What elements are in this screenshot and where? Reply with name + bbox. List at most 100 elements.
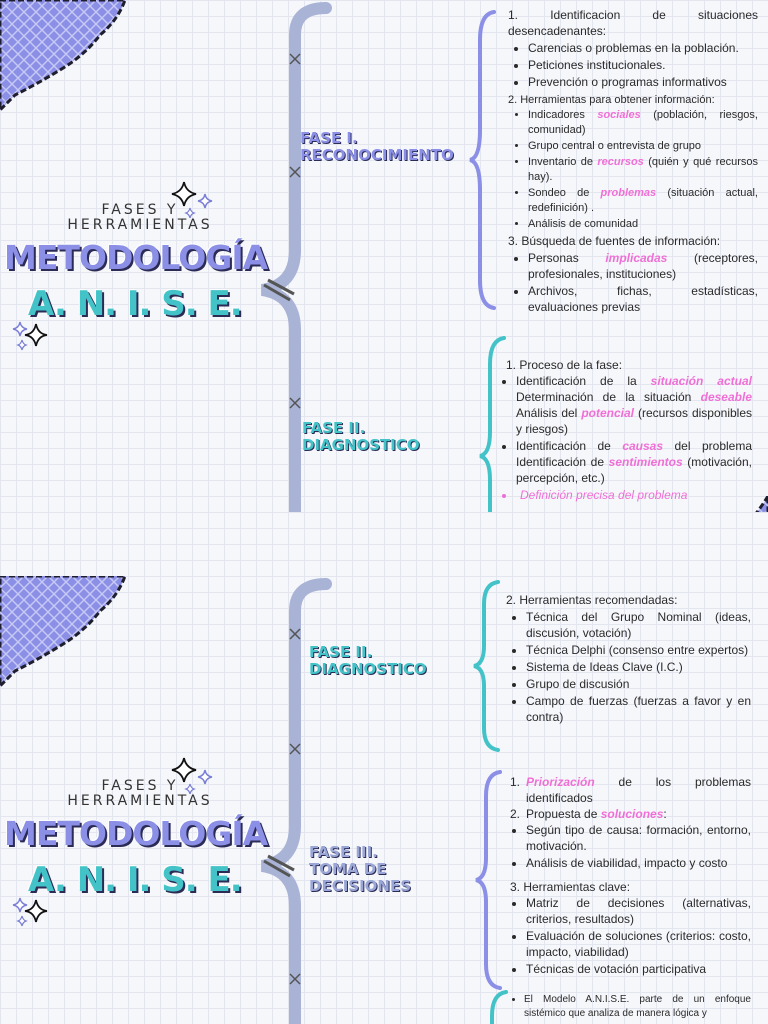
corner-pattern-br — [755, 496, 768, 512]
top-panel: FASES Y HERRAMIENTAS METODOLOGÍA A. N. I… — [0, 0, 768, 512]
corner-pattern — [0, 0, 127, 112]
sparkle-icon — [12, 321, 48, 351]
list-item: Archivos, fichas, estadísticas, evaluaci… — [528, 283, 758, 315]
phase-2-label: FASE II. DIAGNOSTICO — [302, 420, 420, 454]
spine-brace — [260, 2, 332, 512]
phase-label-line: FASE II. — [302, 419, 366, 437]
corner-pattern — [0, 576, 127, 688]
phase-1-label: FASE I. RECONOCIMIENTO — [300, 130, 454, 164]
subtitle-line: FASES Y — [101, 778, 179, 794]
item-text: Determinación de la situación — [516, 390, 701, 404]
section-title: 1. Identificacion de situaciones desenca… — [508, 8, 758, 38]
list-item: Análisis de viabilidad, impacto y costo — [526, 855, 751, 871]
numbered-item: 2. Propuesta de soluciones: — [510, 806, 751, 822]
item-text: Propuesta de soluciones: — [526, 806, 667, 822]
phase-label-line: FASE II. — [309, 643, 373, 661]
phase-label-line: FASE I. — [300, 129, 358, 147]
item-text: de los problemas identificados — [526, 775, 751, 805]
list-item: Inventario de recursos (quién y qué recu… — [528, 155, 758, 185]
section-title: 1. Proceso de la fase: — [506, 358, 623, 372]
phase-2-label: FASE II. DIAGNOSTICO — [309, 644, 427, 678]
highlight: implicadas — [605, 251, 668, 265]
title-anise: A. N. I. S. E. — [28, 860, 243, 900]
phase-3-brace — [475, 770, 502, 990]
phase-label-line: DECISIONES — [309, 877, 412, 895]
section-title: 2. Herramientas recomendadas: — [506, 593, 678, 607]
subtitle-line: FASES Y — [101, 202, 179, 218]
spine-brace — [260, 578, 332, 1024]
phase-2-brace — [479, 336, 506, 512]
phase-label-line: TOMA DE — [309, 860, 387, 878]
list-item: Peticiones institucionales. — [528, 57, 758, 73]
item-text: (recursos disponibles y riesgos) — [516, 406, 752, 436]
list-item: El Modelo A.N.I.S.E. parte de un enfoque… — [524, 993, 751, 1021]
bottom-panel: FASES Y HERRAMIENTAS METODOLOGÍA A. N. I… — [0, 512, 768, 1024]
list-item: Según tipo de causa: formación, entorno,… — [526, 822, 751, 854]
phase-1-tools: 2. Herramientas para obtener información… — [508, 93, 758, 233]
list-item: Carencias o problemas en la población. — [528, 40, 758, 56]
item-text: (situación actual, redefinición) . — [528, 187, 758, 214]
numbered-item: 1. Priorización de los problemas identif… — [510, 774, 751, 806]
item-number: 2. — [510, 807, 521, 821]
subtitle-line: HERRAMIENTAS — [67, 793, 213, 809]
subtitle: FASES Y HERRAMIENTAS — [40, 203, 240, 233]
phase-2-tools: 2. Herramientas recomendadas: Técnica de… — [506, 592, 751, 726]
item-text: Priorización de los problemas identifica… — [526, 774, 751, 806]
list-item: Grupo central o entrevista de grupo — [528, 139, 758, 154]
item-text: Análisis del — [516, 406, 582, 420]
highlight: deseable — [700, 390, 752, 404]
item-text: (quién y qué recursos hay). — [528, 156, 758, 183]
phase-1-sources: 3. Búsqueda de fuentes de información: P… — [508, 233, 758, 316]
phase-label-line: DIAGNOSTICO — [309, 660, 427, 678]
highlight: causas — [622, 439, 664, 453]
phase-1-brace — [469, 10, 496, 310]
highlight: Definición precisa del problema — [520, 488, 688, 502]
highlight: situación actual — [650, 374, 752, 388]
item-text: Identificación de — [516, 439, 623, 453]
item-text: Personas — [528, 251, 606, 265]
item-text: del problema Identificación de — [516, 439, 752, 469]
list-item: Sistema de Ideas Clave (I.C.) — [526, 659, 751, 675]
phase-2-content: 1. Proceso de la fase: Identificación de… — [500, 357, 752, 504]
item-text: Inventario de — [528, 156, 598, 168]
list-item: Evaluación de soluciones (criterios: cos… — [526, 928, 751, 960]
item-text: Propuesta de — [526, 807, 601, 821]
highlight: soluciones — [600, 807, 664, 821]
list-item: Técnica Delphi (consenso entre expertos) — [526, 642, 751, 658]
item-text: Identificación de la — [516, 374, 651, 388]
title-metodologia: METODOLOGÍA — [4, 814, 268, 853]
phase-label-line: DIAGNOSTICO — [302, 436, 420, 454]
list-item: Técnica del Grupo Nominal (ideas, discus… — [526, 609, 751, 641]
list-item: Grupo de discusión — [526, 676, 751, 692]
highlight: potencial — [581, 406, 634, 420]
phase-label-line: RECONOCIMIENTO — [300, 146, 454, 164]
list-item: Sondeo de problemas (situación actual, r… — [528, 186, 758, 216]
list-item: Prevención o programas informativos — [528, 74, 758, 90]
item-text: (receptores, profesionales, institucione… — [528, 251, 759, 281]
list-item: Personas implicadas (receptores, profesi… — [528, 250, 758, 282]
item-number: 1. — [510, 775, 521, 789]
list-item: Definición precisa del problema — [516, 487, 752, 503]
highlight: recursos — [597, 156, 644, 168]
phase-label-line: FASE III. — [309, 843, 378, 861]
sparkle-icon — [171, 181, 213, 219]
list-item: Campo de fuerzas (fuerzas a favor y en c… — [526, 693, 751, 725]
subtitle: FASES Y HERRAMIENTAS — [40, 779, 240, 809]
item-text: (población, riesgos, comunidad) — [528, 109, 758, 136]
list-item: Matriz de decisiones (alternativas, crit… — [526, 895, 751, 927]
sparkle-icon — [171, 757, 213, 795]
bottom-brace — [490, 990, 508, 1024]
list-item: Técnicas de votación participativa — [526, 961, 751, 977]
item-text: : — [663, 807, 667, 821]
phase-3-label: FASE III. TOMA DE DECISIONES — [309, 844, 411, 895]
item-text: Sondeo de — [528, 187, 601, 199]
item-text: Indicadores — [528, 109, 598, 121]
highlight: sentimientos — [608, 455, 683, 469]
section-title: 2. Herramientas para obtener información… — [508, 94, 715, 106]
subtitle-line: HERRAMIENTAS — [67, 217, 213, 233]
phase-1-content: 1. Identificacion de situaciones desenca… — [508, 7, 758, 91]
sparkle-icon — [12, 897, 48, 927]
highlight: sociales — [597, 109, 641, 121]
list-item: Identificación de la situación actual De… — [516, 373, 752, 437]
title-metodologia: METODOLOGÍA — [4, 238, 268, 277]
